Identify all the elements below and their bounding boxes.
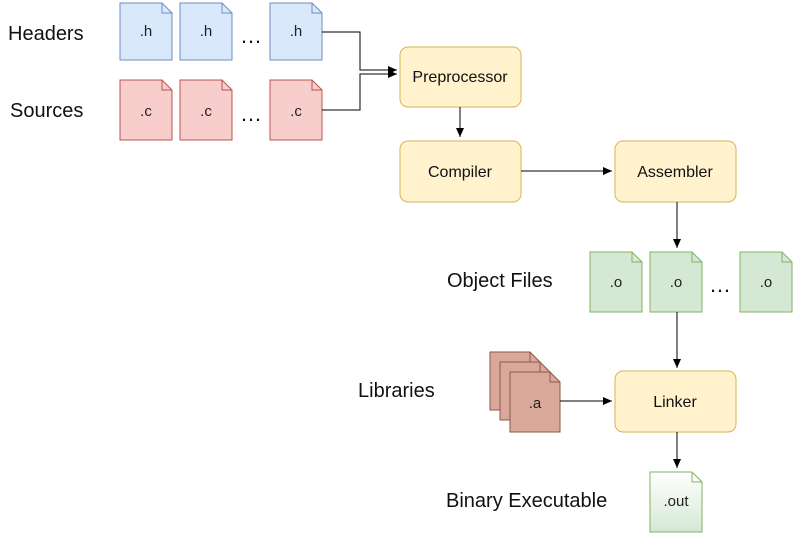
header-file-2: .h [179,2,233,61]
library-file-ext: .a [529,395,542,412]
output-file: .out [649,471,703,533]
header-file-1-ext: .h [140,23,153,40]
source-ellipsis: … [240,101,262,126]
library-file-front: .a [509,371,561,433]
output-file-ext: .out [663,493,689,510]
object-file-2-ext: .o [670,274,683,291]
headers-label: Headers [8,23,84,45]
object-file-3-ext: .o [760,274,773,291]
source-file-2-ext: .c [200,103,212,120]
source-file-2: .c [179,79,233,141]
assembler-label: Assembler [637,164,713,181]
binary-executable-label: Binary Executable [446,490,607,512]
preprocessor-box: Preprocessor [399,46,522,108]
headers-to-preprocessor-arrow [322,31,397,74]
sources-label: Sources [10,100,83,122]
linker-box: Linker [614,370,737,433]
header-file-2-ext: .h [200,23,213,40]
assembler-box: Assembler [614,140,737,203]
object-file-1: .o [589,251,643,313]
library-stack: .a [489,351,561,433]
libraries-label: Libraries [358,380,435,402]
source-file-1-ext: .c [140,103,152,120]
header-ellipsis: … [240,23,262,48]
header-file-3-ext: .h [290,23,303,40]
object-ellipsis: … [709,272,731,297]
object-file-3: .o [739,251,793,313]
compiler-label: Compiler [428,164,493,181]
sources-to-preprocessor-arrow [322,70,397,111]
object-file-2: .o [649,251,703,313]
header-file-1: .h [119,2,173,61]
source-file-3: .c [269,79,323,141]
linker-label: Linker [653,394,697,411]
source-file-1: .c [119,79,173,141]
preprocessor-label: Preprocessor [412,69,508,86]
object-file-1-ext: .o [610,274,623,291]
source-file-3-ext: .c [290,103,302,120]
header-file-3: .h [269,2,323,61]
object-files-label: Object Files [447,270,553,292]
compiler-box: Compiler [399,140,522,203]
